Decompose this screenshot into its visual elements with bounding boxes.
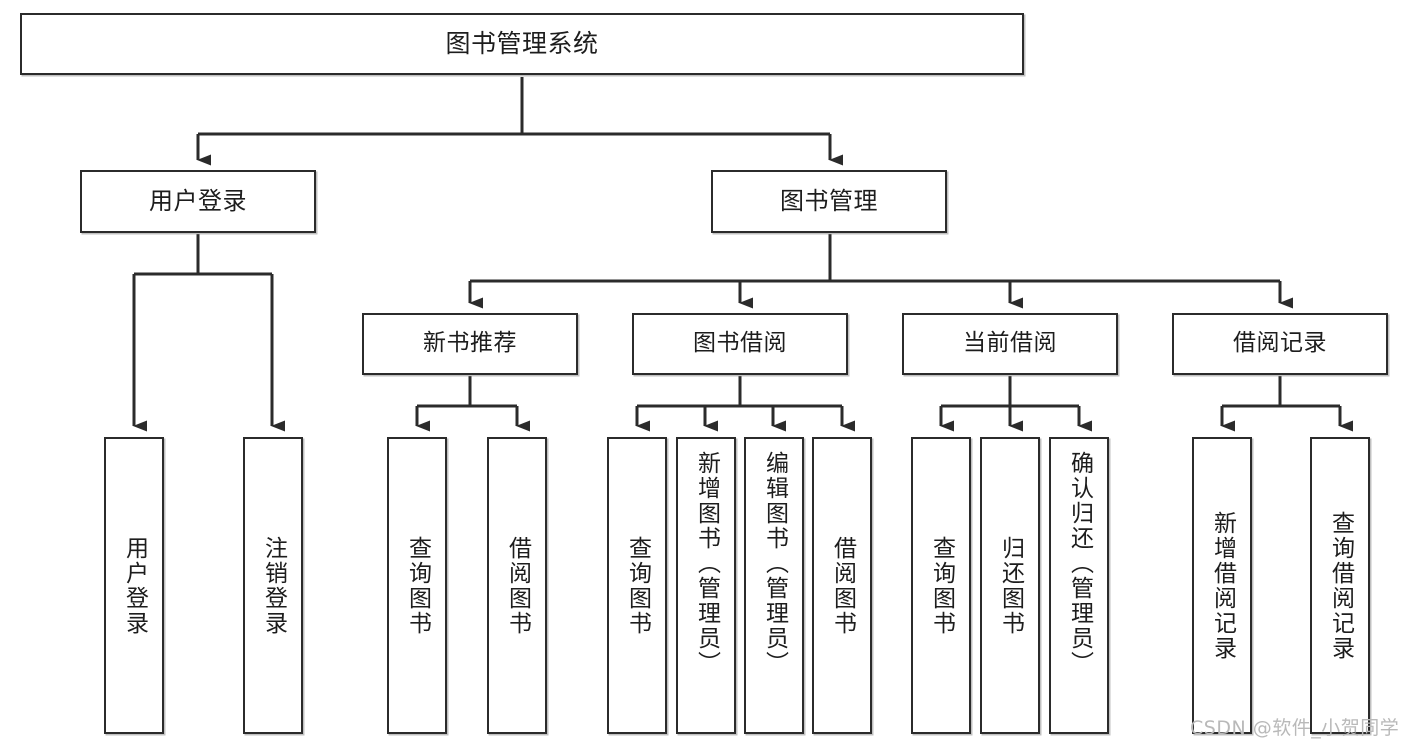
node-label: 当前借阅	[963, 330, 1057, 357]
node-leaf-confirm-return[interactable]: 确认归还（管理员）	[1049, 437, 1109, 734]
node-leaf-borrow-book-1[interactable]: 借阅图书	[487, 437, 547, 734]
node-label: 归还图书	[997, 535, 1024, 636]
node-label: 新增图书（管理员）	[693, 451, 720, 676]
node-label: 新增借阅记录	[1209, 510, 1236, 661]
node-label: 用户登录	[149, 187, 247, 216]
node-label: 借阅图书	[504, 535, 531, 636]
node-leaf-user-logout[interactable]: 注销登录	[243, 437, 303, 734]
node-leaf-query-book-2[interactable]: 查询图书	[607, 437, 667, 734]
node-label: 图书借阅	[693, 330, 787, 357]
node-label: 用户登录	[121, 535, 148, 636]
node-book-manage[interactable]: 图书管理	[711, 170, 947, 233]
node-label: 图书管理系统	[445, 29, 599, 59]
node-leaf-query-book-1[interactable]: 查询图书	[387, 437, 447, 734]
node-user-login[interactable]: 用户登录	[80, 170, 316, 233]
node-leaf-return-book[interactable]: 归还图书	[980, 437, 1040, 734]
node-current-borrow[interactable]: 当前借阅	[902, 313, 1118, 375]
node-label: 查询借阅记录	[1327, 510, 1354, 661]
node-leaf-borrow-book-2[interactable]: 借阅图书	[812, 437, 872, 734]
watermark: CSDN @软件_小贺同学	[1190, 717, 1400, 739]
node-label: 查询图书	[404, 535, 431, 636]
node-label: 借阅记录	[1233, 330, 1327, 357]
node-label: 新书推荐	[423, 330, 517, 357]
node-label: 借阅图书	[829, 535, 856, 636]
node-leaf-add-record[interactable]: 新增借阅记录	[1192, 437, 1252, 734]
node-label: 图书管理	[780, 187, 878, 216]
node-label: 确认归还（管理员）	[1066, 451, 1093, 676]
node-leaf-edit-book[interactable]: 编辑图书（管理员）	[744, 437, 804, 734]
node-leaf-user-login[interactable]: 用户登录	[104, 437, 164, 734]
node-label: 注销登录	[260, 535, 287, 636]
node-book-borrow[interactable]: 图书借阅	[632, 313, 848, 375]
node-new-book-recommend[interactable]: 新书推荐	[362, 313, 578, 375]
node-label: 查询图书	[928, 535, 955, 636]
node-borrow-record[interactable]: 借阅记录	[1172, 313, 1388, 375]
node-root-system[interactable]: 图书管理系统	[20, 13, 1024, 75]
node-label: 查询图书	[624, 535, 651, 636]
node-leaf-query-book-3[interactable]: 查询图书	[911, 437, 971, 734]
node-label: 编辑图书（管理员）	[761, 451, 788, 676]
node-leaf-query-record[interactable]: 查询借阅记录	[1310, 437, 1370, 734]
node-leaf-add-book[interactable]: 新增图书（管理员）	[676, 437, 736, 734]
